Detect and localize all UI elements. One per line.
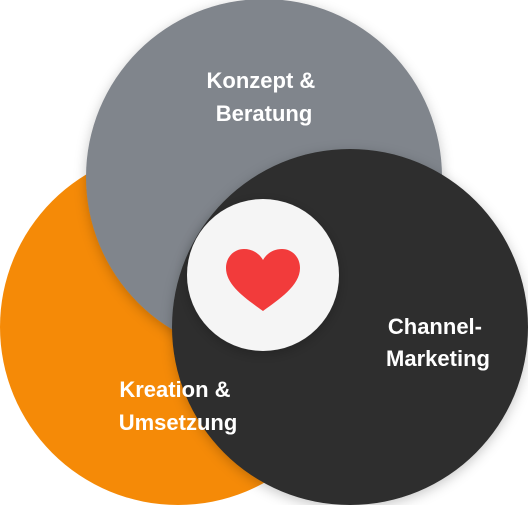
label-channel-line-2: Marketing bbox=[386, 346, 490, 371]
heart-icon bbox=[226, 249, 300, 311]
label-concept: Konzept & Beratung bbox=[207, 68, 322, 126]
label-concept-line-2: Beratung bbox=[216, 101, 313, 126]
label-creation-line-2: Umsetzung bbox=[119, 410, 238, 435]
label-creation: Kreation & Umsetzung bbox=[119, 377, 238, 435]
label-concept-line-1: Konzept & bbox=[207, 68, 316, 93]
label-channel: Channel- Marketing bbox=[386, 314, 490, 371]
label-channel-line-1: Channel- bbox=[388, 314, 482, 339]
label-creation-line-1: Kreation & bbox=[119, 377, 230, 402]
